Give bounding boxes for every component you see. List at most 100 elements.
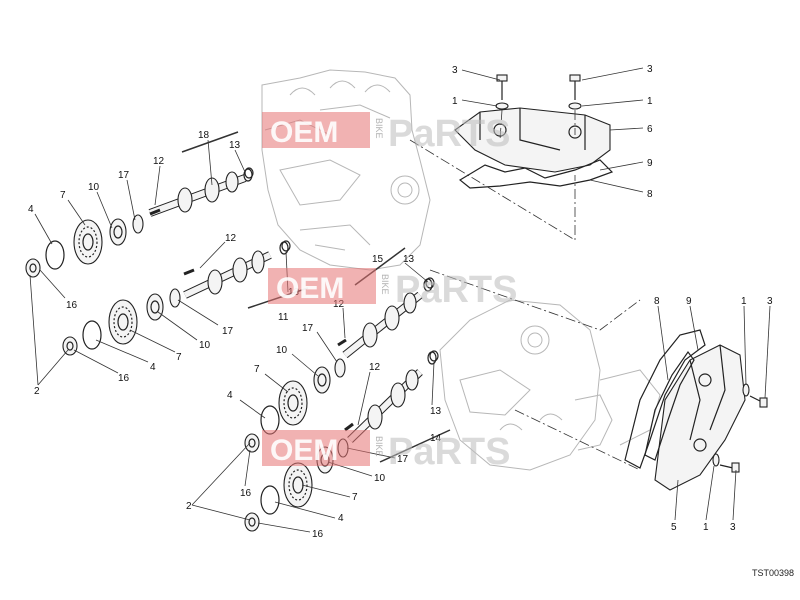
callout-7-b: 7 — [176, 352, 182, 363]
plate-d — [260, 485, 280, 515]
callout-12-a: 12 — [153, 156, 165, 167]
callout-11: 11 — [278, 312, 289, 323]
callout-4-d: 4 — [338, 513, 344, 524]
callout-8-right: 8 — [654, 296, 660, 307]
spacer-c — [313, 366, 331, 394]
leader-lines — [29, 67, 771, 533]
plate-a — [45, 240, 65, 270]
o-ring-c — [425, 277, 435, 289]
callout-labels: 3 1 3 1 6 9 8 18 13 12 17 10 7 4 16 12 1… — [28, 64, 773, 540]
callout-9-top: 9 — [647, 158, 653, 169]
callout-1-right-top: 1 — [741, 296, 747, 307]
valve-cover-seal-lower — [644, 350, 695, 461]
callout-3-top-left: 3 — [452, 65, 458, 76]
watermark-oem-bottom: OEM — [270, 434, 338, 467]
callout-12-c: 12 — [333, 299, 345, 310]
callout-16-d: 16 — [312, 529, 324, 540]
callout-17-a: 17 — [118, 170, 130, 181]
valve-cover-lower — [654, 344, 746, 491]
nut-b — [62, 336, 78, 356]
callout-12-d: 12 — [369, 362, 381, 373]
callout-10-d: 10 — [374, 473, 386, 484]
callout-10-c: 10 — [276, 345, 288, 356]
callout-14: 14 — [430, 433, 442, 444]
timing-pulley-b — [108, 299, 138, 345]
callout-4-b: 4 — [150, 362, 156, 373]
cylinder-head-upper-ghost — [261, 69, 431, 271]
washer-b — [169, 288, 181, 308]
callout-17-d: 17 — [397, 454, 409, 465]
timing-pulley-c — [278, 380, 308, 426]
callout-1-top-left: 1 — [452, 96, 458, 107]
watermark-parts-top: PaRTS — [388, 113, 510, 155]
dowel-pin-d — [344, 422, 354, 432]
callout-7-a: 7 — [60, 190, 66, 201]
cylinder-head-lower-ghost — [439, 299, 661, 471]
timing-pulley-d — [283, 462, 313, 508]
camshaft-lower — [347, 351, 437, 443]
callout-15: 15 — [372, 254, 384, 265]
alignment-lines — [409, 109, 641, 471]
dowel-pin-c — [337, 338, 347, 347]
watermark-bottom: OEM BIKE PaRTS — [262, 430, 510, 473]
callout-18: 18 — [198, 130, 210, 141]
watermark-oem-top: OEM — [270, 116, 338, 149]
dowel-pin-b — [183, 268, 195, 276]
watermark-bike-top: BIKE — [374, 118, 384, 139]
callout-9-right: 9 — [686, 296, 692, 307]
washer-a — [132, 214, 144, 234]
watermark-parts-middle: PaRTS — [395, 269, 517, 311]
callout-16-a: 16 — [66, 300, 78, 311]
camshaft-upper — [148, 168, 253, 217]
dowel-pin-a — [149, 208, 161, 216]
camshaft-middle-lower — [342, 278, 433, 359]
callout-7-d: 7 — [352, 492, 358, 503]
group-bracket-18 — [181, 131, 239, 153]
drawing-code: TST00398 — [751, 568, 794, 578]
spacer-b — [146, 293, 164, 321]
callout-1-top-right: 1 — [647, 96, 653, 107]
callout-16-c: 16 — [240, 488, 252, 499]
callout-13-d: 13 — [430, 406, 442, 417]
o-ring-b — [281, 240, 291, 252]
valve-cover-upper — [454, 107, 611, 173]
callout-12-b: 12 — [225, 233, 237, 244]
callout-10-b: 10 — [199, 340, 211, 351]
nut-a — [25, 258, 41, 278]
plate-c — [260, 405, 280, 435]
group-bracket-14 — [379, 429, 451, 463]
washer-c — [334, 358, 346, 378]
callout-13-a: 13 — [229, 140, 241, 151]
watermark-parts-bottom: PaRTS — [388, 431, 510, 473]
watermark-oem-middle: OEM — [276, 272, 344, 305]
callout-2-b: 2 — [186, 501, 192, 512]
camshaft-middle-upper — [183, 241, 289, 299]
callout-17-b: 17 — [222, 326, 234, 337]
o-ring-a — [244, 167, 254, 179]
callout-2-a: 2 — [34, 386, 40, 397]
nut-d — [244, 512, 260, 532]
callout-7-c: 7 — [254, 364, 260, 375]
valve-cover-gasket-upper — [458, 159, 614, 189]
watermark-top: OEM BIKE PaRTS — [262, 112, 510, 155]
cover-bolt-right — [568, 74, 582, 110]
timing-pulley-a — [73, 219, 103, 265]
callout-13-c: 13 — [403, 254, 415, 265]
watermark-bike-middle: BIKE — [380, 274, 390, 295]
o-ring-d — [429, 350, 439, 362]
watermark-middle: OEM BIKE PaRTS — [268, 268, 517, 311]
callout-1-right-bottom: 1 — [703, 522, 709, 533]
callout-3-right-bottom: 3 — [730, 522, 736, 533]
callout-6: 6 — [647, 124, 653, 135]
callout-10-a: 10 — [88, 182, 100, 193]
callout-17-c: 17 — [302, 323, 314, 334]
callout-3-right-top: 3 — [767, 296, 773, 307]
callout-5: 5 — [671, 522, 677, 533]
watermark-bike-bottom: BIKE — [374, 436, 384, 457]
callout-4-a: 4 — [28, 204, 34, 215]
callout-3-top-right: 3 — [647, 64, 653, 75]
spacer-a — [109, 218, 127, 246]
callout-8-top: 8 — [647, 189, 653, 200]
